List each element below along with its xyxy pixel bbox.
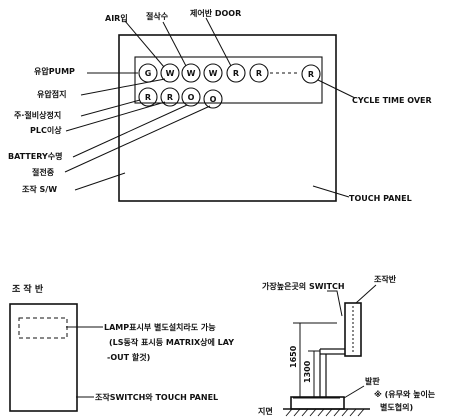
svg-text:R: R xyxy=(145,93,151,102)
label-panel: 조작반 xyxy=(374,274,397,284)
dimension-1300 xyxy=(308,350,320,397)
svg-text:R: R xyxy=(233,69,239,78)
label-cycle-time-over: CYCLE TIME OVER xyxy=(352,96,432,105)
label-main-emergency: 주·절비상정지 xyxy=(14,110,61,120)
lamp-area-outline xyxy=(134,56,323,104)
operation-panel-outline xyxy=(9,303,78,412)
stand-pole xyxy=(319,348,345,397)
label-oil-pressure: 유압점지 xyxy=(37,89,66,99)
svg-text:O: O xyxy=(210,95,217,104)
svg-text:R: R xyxy=(256,69,262,78)
lamp-note-line1: LAMP표시부 별도설치라도 가능 xyxy=(104,322,216,332)
panel-outline xyxy=(118,34,337,202)
label-footplate: 발판 xyxy=(365,376,380,386)
lamp-display-area xyxy=(18,317,68,339)
footplate xyxy=(290,396,345,410)
footplate-note-line1: ※ (유무와 높이는 xyxy=(374,389,436,399)
label-battery: BATTERY수명 xyxy=(8,151,62,161)
svg-text:W: W xyxy=(209,69,218,78)
svg-text:R: R xyxy=(308,70,314,79)
lamp-row-1: G W W W R R R xyxy=(138,63,321,84)
switch-note: 조작SWITCH와 TOUCH PANEL xyxy=(95,392,218,402)
lamp-r-3: R xyxy=(138,87,158,107)
lamp-r-last: R xyxy=(301,64,321,84)
lamp-r-2: R xyxy=(249,63,269,83)
label-touch-panel-top: TOUCH PANEL xyxy=(349,194,412,203)
label-plc-error: PLC이상 xyxy=(30,125,62,135)
dim-1300-text: 1300 xyxy=(303,360,312,383)
svg-text:W: W xyxy=(166,69,175,78)
leader-lines-top xyxy=(64,17,356,198)
dimension-1650 xyxy=(293,322,340,399)
svg-text:O: O xyxy=(188,93,195,102)
label-cut-water: 절삭수 xyxy=(146,11,169,21)
lamp-w-2: W xyxy=(181,63,201,83)
lamp-r-4: R xyxy=(160,87,180,107)
label-highest-switch: 가장높은곳의 SWITCH xyxy=(262,281,345,291)
side-panel-box xyxy=(344,302,362,357)
lamp-r-1: R xyxy=(226,63,246,83)
lamp-note-line2: (LS동작 표시등 MATRIX상에 LAY xyxy=(109,337,234,347)
lamp-w-3: W xyxy=(203,63,223,83)
switch-leader xyxy=(327,290,343,317)
svg-text:G: G xyxy=(145,69,152,78)
ground-hatching xyxy=(285,408,365,417)
lamp-o-1: O xyxy=(181,87,201,107)
lamp-row-2: R R O O xyxy=(138,87,223,109)
lamp-o-2: O xyxy=(203,89,223,109)
label-air: AIR입 xyxy=(105,13,128,23)
lamp-note-line3: -OUT 할것) xyxy=(107,352,150,362)
lamp-w-1: W xyxy=(160,63,180,83)
footplate-leader xyxy=(343,385,365,399)
dim-1650-text: 1650 xyxy=(289,345,298,368)
label-oil-pump: 유압PUMP xyxy=(34,66,75,76)
footplate-note-line2: 별도협의) xyxy=(380,402,413,412)
panel-leader xyxy=(355,284,377,304)
label-operation-sw: 조작 S/W xyxy=(22,184,57,194)
label-power-cut: 절전중 xyxy=(32,167,55,177)
operation-panel-title: 조 작 반 xyxy=(12,283,44,295)
label-ground: 지면 xyxy=(258,406,273,416)
label-control-door: 제어반 DOOR xyxy=(190,8,241,18)
svg-text:W: W xyxy=(187,69,196,78)
svg-text:R: R xyxy=(167,93,173,102)
lamp-g: G xyxy=(138,63,158,83)
